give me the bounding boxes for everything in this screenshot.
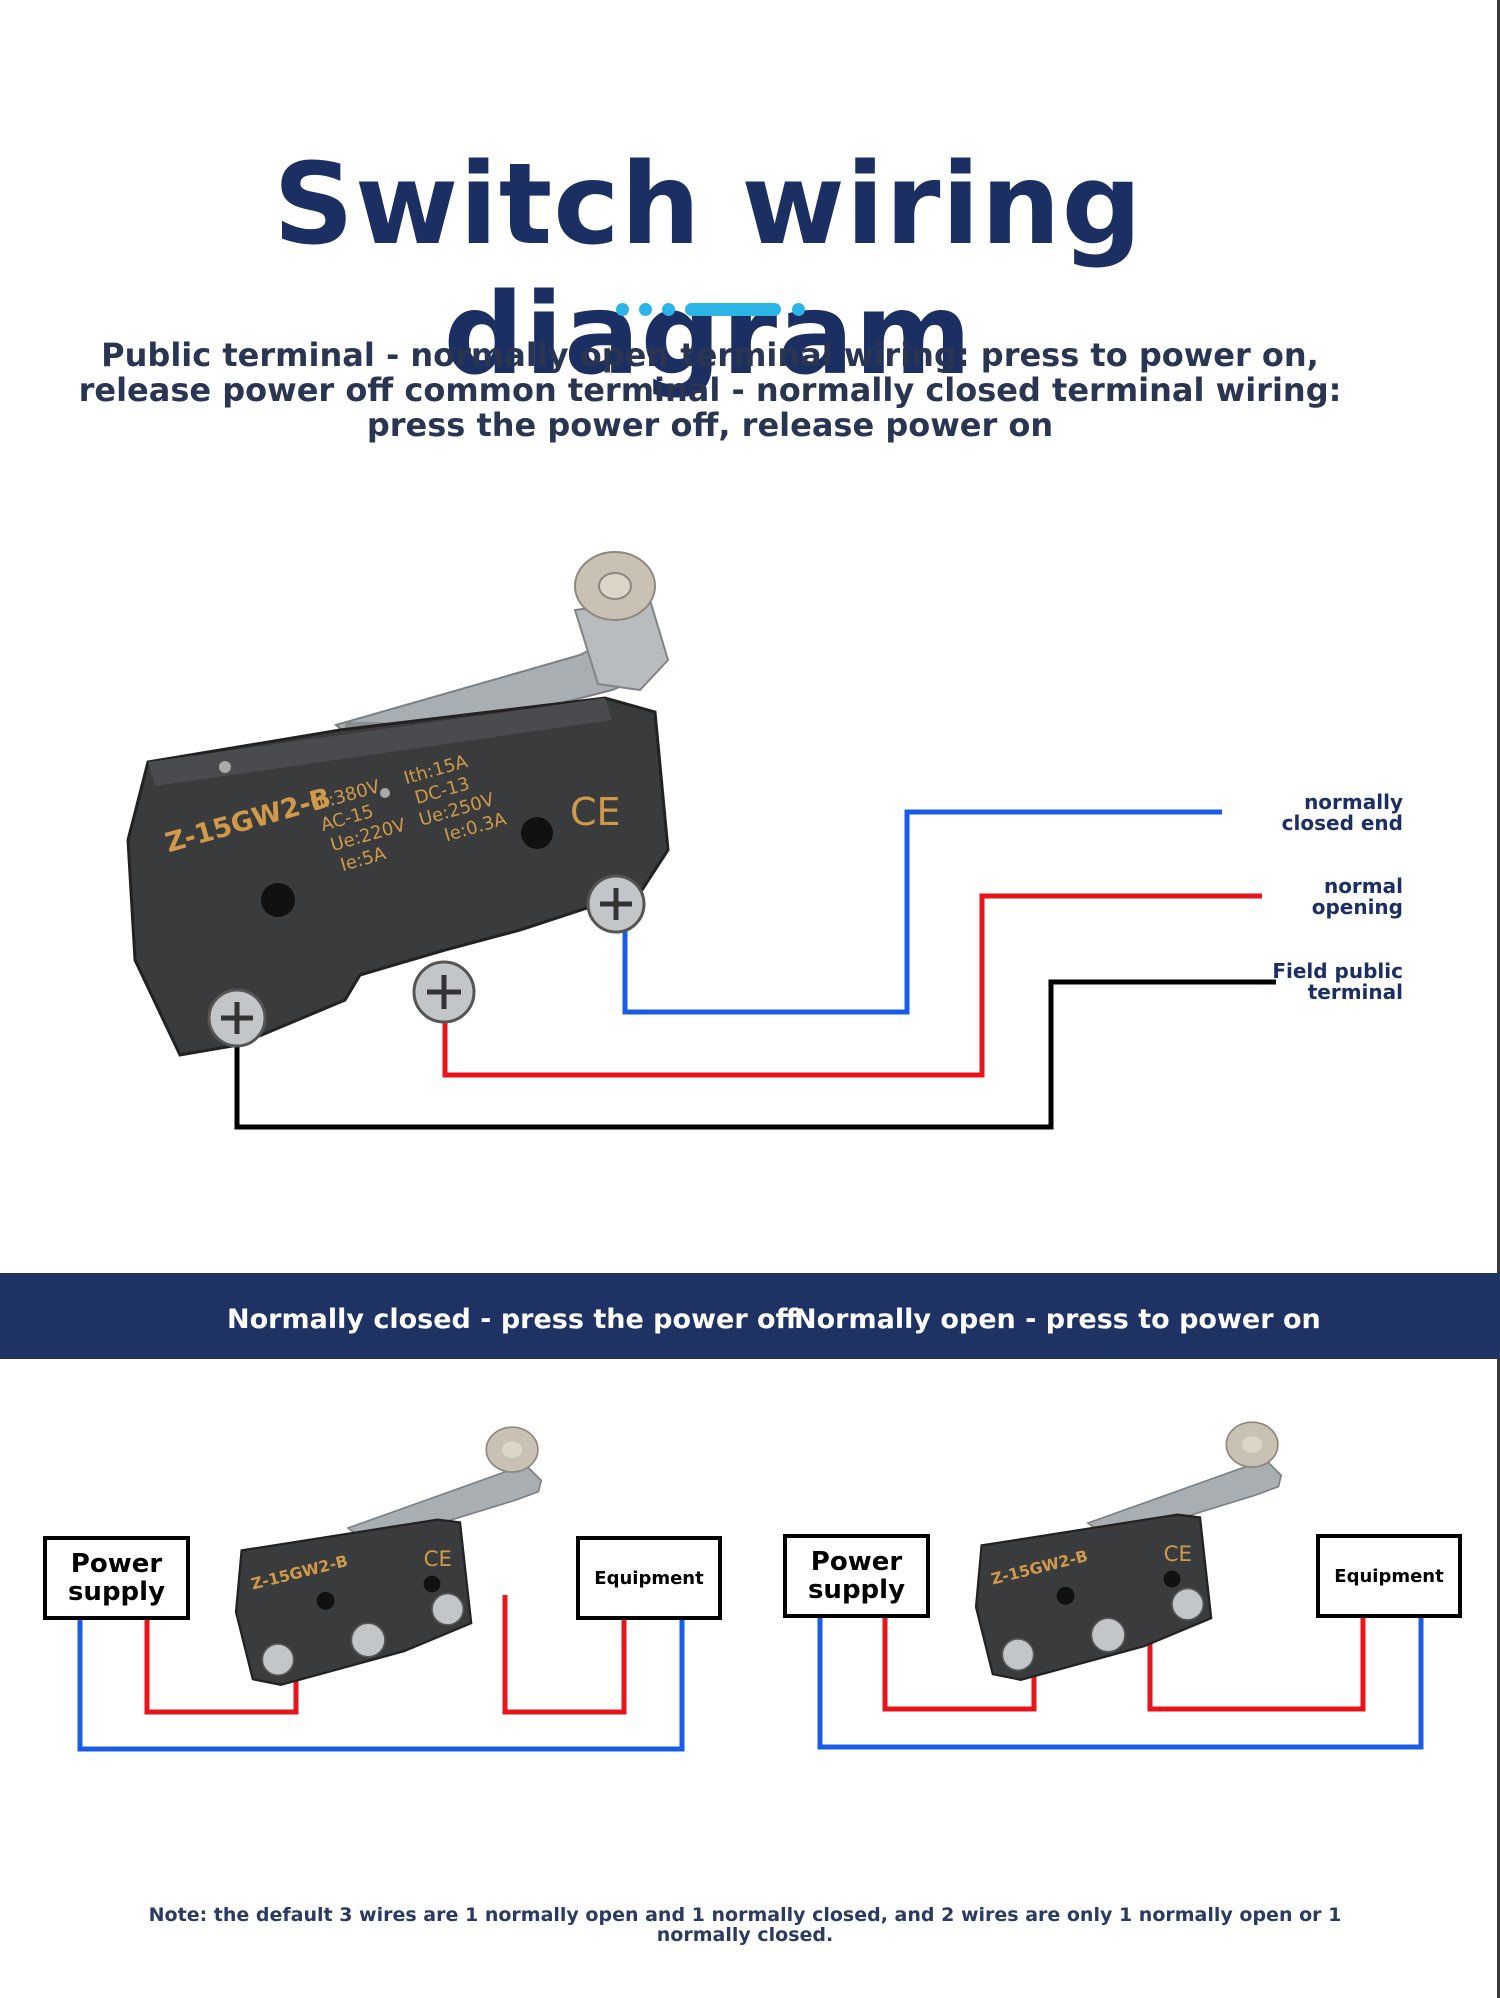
page-right-border bbox=[1497, 0, 1500, 1998]
divider-dot bbox=[639, 303, 652, 316]
right-equipment-box: Equipment bbox=[1316, 1534, 1462, 1618]
divider-dot bbox=[662, 303, 675, 316]
left-equipment-box: Equipment bbox=[576, 1536, 722, 1620]
screw-no bbox=[412, 960, 476, 1024]
divider-dot bbox=[792, 303, 805, 316]
ce-mark: CE bbox=[570, 790, 621, 834]
section-band bbox=[0, 1273, 1500, 1359]
divider-bar bbox=[685, 303, 781, 316]
right-small-switch: Z-15GW2-B CE bbox=[974, 1421, 1283, 1681]
right-power-supply-box: Power supply bbox=[783, 1534, 930, 1618]
left-small-switch: Z-15GW2-B CE bbox=[234, 1426, 543, 1686]
label-normally-closed: normally closed end bbox=[1281, 790, 1403, 835]
screw-com bbox=[207, 988, 267, 1048]
footer-note: Note: the default 3 wires are 1 normally… bbox=[148, 1904, 1342, 1946]
svg-text:CE: CE bbox=[1164, 1542, 1192, 1567]
right-blue-wire bbox=[817, 1616, 1424, 1750]
common-wire bbox=[234, 979, 1276, 1130]
left-blue-wire bbox=[77, 1617, 685, 1752]
left-power-supply-box: Power supply bbox=[43, 1536, 190, 1620]
divider-dot bbox=[616, 303, 629, 316]
band-label-normally-open: Normally open - press to power on bbox=[794, 1304, 1321, 1335]
normally-closed-wire bbox=[622, 809, 1222, 1015]
label-common-terminal: Field public terminal bbox=[1272, 959, 1403, 1004]
screw-nc bbox=[586, 874, 646, 934]
main-switch-body bbox=[126, 696, 670, 1057]
label-normally-open: normal opening bbox=[1311, 874, 1403, 919]
left-red-wire-equipment bbox=[502, 1595, 627, 1715]
page-title: Switch wiring diagram bbox=[273, 140, 1143, 400]
svg-text:CE: CE bbox=[424, 1547, 452, 1572]
right-red-wire-equipment bbox=[1147, 1616, 1366, 1712]
band-label-normally-closed: Normally closed - press the power off bbox=[227, 1304, 798, 1335]
wiring-description: Public terminal - normally open terminal… bbox=[78, 336, 1342, 444]
normally-open-wire bbox=[442, 893, 1262, 1078]
